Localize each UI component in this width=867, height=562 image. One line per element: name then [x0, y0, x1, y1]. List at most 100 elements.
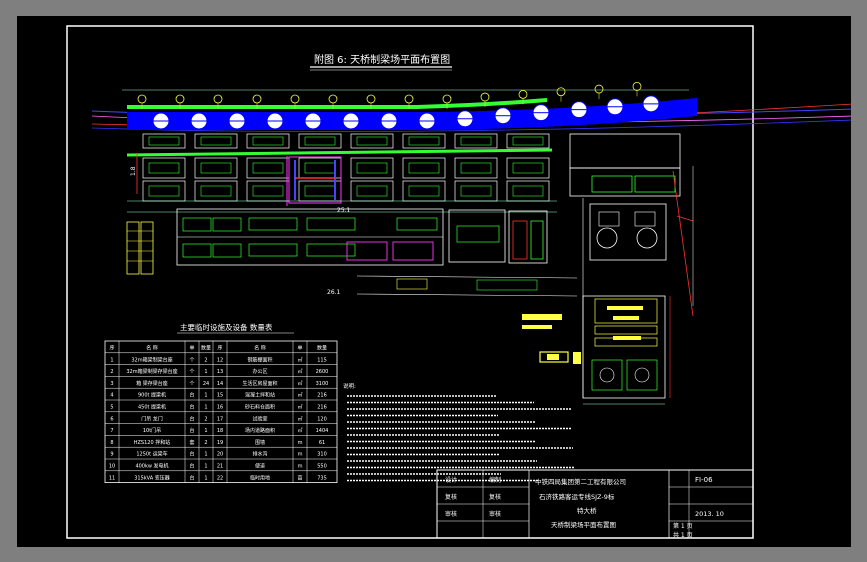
storage-yard-blocks — [142, 133, 550, 202]
storage-block — [194, 133, 238, 149]
table-cell: 台 — [189, 404, 194, 411]
table-cell: 18 — [217, 428, 223, 434]
table-cell: 序 — [109, 345, 114, 352]
axis-markers — [137, 82, 642, 109]
svg-text:审核: 审核 — [445, 510, 457, 518]
table-cell: 6 — [110, 416, 113, 422]
axis-marker — [442, 94, 452, 104]
svg-text:2013. 10: 2013. 10 — [695, 510, 724, 518]
table-cell: ㎡ — [297, 427, 302, 434]
table-cell: 生活区房屋面积 — [242, 380, 277, 387]
svg-text:石济铁路客运专线SJZ-9标: 石济铁路客运专线SJZ-9标 — [539, 492, 615, 501]
table-cell: 450t 提梁机 — [138, 404, 166, 411]
table-cell: 61 — [319, 440, 325, 446]
axis-marker — [632, 82, 642, 91]
svg-text:复核: 复核 — [489, 493, 501, 501]
table-cell: 亩 — [297, 474, 302, 481]
table-cell: 2 — [110, 369, 113, 375]
axis-marker — [518, 89, 528, 99]
table-cell: ㎡ — [297, 380, 302, 387]
table-cell: 砂石料仓面积 — [245, 404, 275, 411]
sheet-name: 天桥制梁场平面布置图 — [551, 520, 616, 529]
table-cell: 1 — [204, 475, 207, 481]
site-layout-drawing: 附图 6: 天桥制梁场平面布置图 1.8 25.1 26.1 — [66, 25, 851, 539]
table-cell: 22 — [217, 475, 223, 481]
table-cell: 115 — [317, 357, 327, 363]
table-cell: 10t门吊 — [143, 427, 161, 434]
table-cell: HZS120 拌和站 — [134, 439, 171, 446]
table-cell: ㎡ — [297, 404, 302, 411]
table-cell: 2 — [204, 440, 207, 446]
table-cell: 混凝土拌和站 — [245, 392, 275, 399]
drawing-title: 附图 6: 天桥制梁场平面布置图 — [314, 53, 450, 66]
svg-text:共 1 页: 共 1 页 — [673, 531, 693, 539]
table-cell: 1 — [204, 369, 207, 375]
table-cell: 16 — [217, 405, 223, 411]
storage-block — [142, 157, 186, 179]
table-cell: 3100 — [316, 381, 329, 387]
svg-text:26.1: 26.1 — [327, 289, 341, 296]
table-cell: 个 — [189, 357, 194, 363]
table-cell: 个 — [189, 369, 194, 375]
green-line-mid — [126, 148, 553, 157]
table-cell: 12 — [217, 357, 223, 363]
table-cell: 试验室 — [252, 415, 267, 422]
table-cell: 1 — [110, 357, 113, 363]
table-cell: 钢筋棚面积 — [247, 356, 272, 363]
sheet-number: FI-06 — [695, 476, 713, 484]
table-cell: 名 称 — [254, 345, 266, 352]
storage-block — [194, 180, 238, 202]
table-cell: 排水沟 — [252, 451, 267, 458]
table-cell: 20 — [217, 452, 223, 458]
table-cell: 9 — [110, 452, 113, 458]
table-cell: 24 — [203, 381, 209, 387]
table-cell: 便道 — [255, 463, 265, 470]
org-name: 中铁四局集团第二工程有限公司 — [535, 477, 626, 486]
table-cell: 箱 梁存梁台座 — [136, 380, 168, 387]
table-cell: 台 — [189, 427, 194, 434]
table-cell: 名 称 — [146, 345, 158, 352]
table-cell: 台 — [189, 415, 194, 422]
storage-block — [454, 157, 498, 179]
table-cell: 2 — [204, 357, 207, 363]
green-line-top — [127, 98, 548, 109]
axis-marker — [290, 94, 300, 104]
table-cell: 310 — [317, 452, 327, 458]
table-cell: 7 — [110, 428, 113, 434]
table-cell: 门吊 龙门 — [141, 415, 163, 422]
svg-text:25.1: 25.1 — [337, 207, 351, 214]
table-cell: 900t 提梁机 — [138, 392, 166, 399]
table-cell: 台 — [189, 451, 194, 458]
right-complex — [589, 203, 667, 261]
table-cell: ㎡ — [297, 392, 302, 399]
table-cell: 2 — [204, 416, 207, 422]
axis-marker — [213, 94, 223, 104]
storage-block — [246, 133, 290, 149]
table-cell: 临时用地 — [250, 474, 270, 481]
axis-marker — [556, 87, 566, 97]
axis-marker — [366, 94, 376, 104]
table-cell: 32m箱梁制梁台座 — [131, 356, 172, 363]
table-cell: 15 — [217, 393, 223, 399]
table-cell: 1404 — [316, 428, 329, 434]
storage-block — [298, 133, 342, 149]
storage-block — [194, 157, 238, 179]
table-cell: 4 — [110, 393, 113, 399]
table-cell: 单 — [297, 345, 302, 352]
table-cell: m — [298, 440, 303, 446]
table-cell: 序 — [217, 345, 222, 352]
table-cell: 数量 — [201, 345, 211, 352]
table-cell: 8 — [110, 440, 113, 446]
axis-marker — [404, 94, 414, 104]
bridge-piers — [152, 95, 660, 130]
table-cell: 个 — [189, 381, 194, 387]
table-cell: 办公区 — [252, 368, 267, 375]
storage-block — [402, 133, 446, 149]
table-cell: 120 — [317, 416, 327, 422]
notes-lines — [347, 395, 574, 482]
svg-text:复核: 复核 — [445, 493, 457, 501]
table-cell: 735 — [317, 475, 327, 481]
table-cell: 19 — [217, 440, 223, 446]
yellow-markers — [522, 306, 643, 364]
